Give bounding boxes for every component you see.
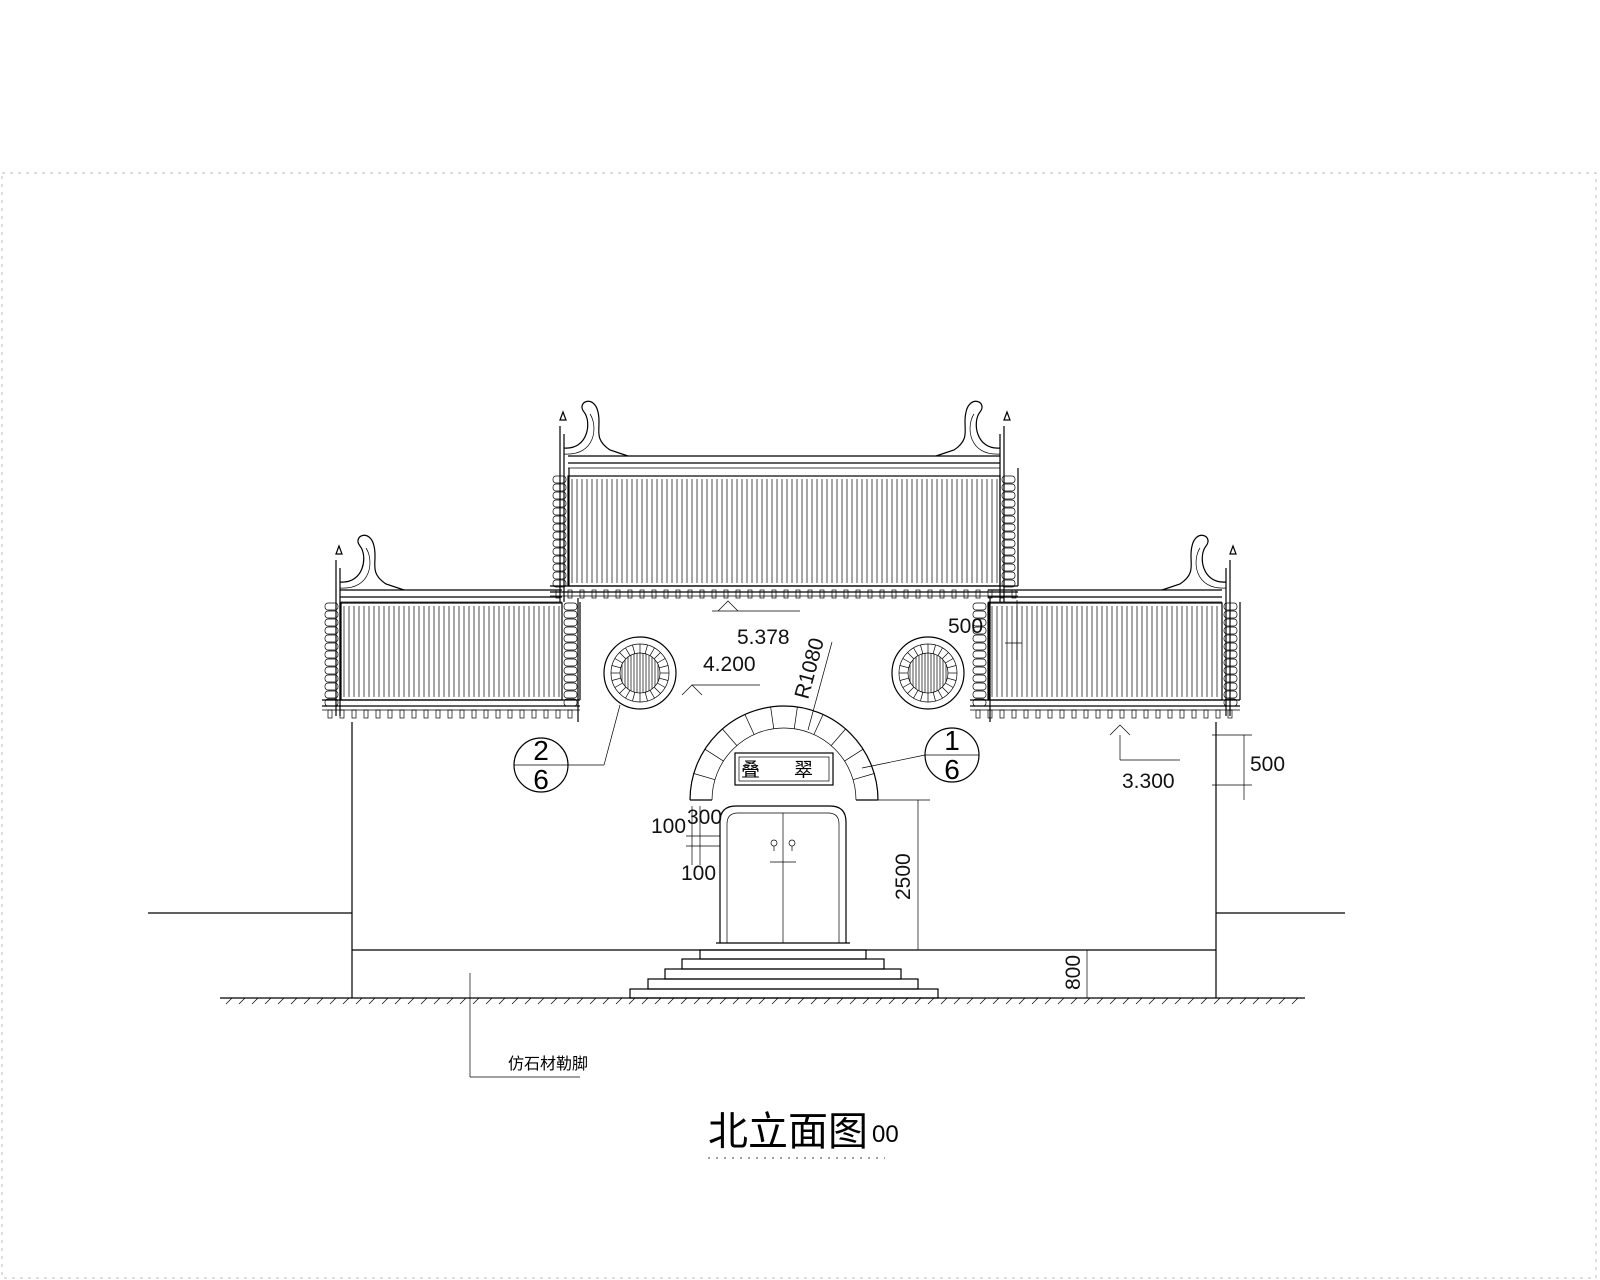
door-height-label: 2500 — [892, 853, 915, 900]
title-suffix: 00 — [872, 1121, 899, 1148]
frame-b-label: 100 — [681, 862, 716, 885]
detail-ref-1-bottom: 6 — [533, 764, 549, 795]
detail-reference-1-6: 1 6 — [861, 725, 980, 785]
frame-a-label: 100 — [651, 815, 686, 838]
round-window-right — [891, 636, 965, 710]
door-arch — [689, 705, 879, 801]
plinth-height-dimension: 800 — [1062, 949, 1096, 998]
entrance-steps — [629, 949, 939, 999]
frame-top-label: 300 — [687, 806, 722, 829]
upper-facade — [577, 598, 991, 722]
signboard: 叠 翠 — [734, 752, 834, 786]
elevation-upper-label: 5.378 — [737, 626, 790, 649]
title-main: 北立面图 — [708, 1109, 868, 1155]
detail-ref-2-bottom: 6 — [944, 754, 960, 785]
signboard-text: 叠 翠 — [741, 759, 827, 781]
detail-ref-1-top: 2 — [533, 735, 549, 766]
ground-line — [220, 997, 1305, 1005]
elevation-mark-upper: 5.378 — [712, 600, 800, 649]
upper-roof — [550, 400, 1019, 602]
upper-roof-offset-label: 500 — [948, 615, 983, 638]
door-frame-dimensions: 300 100 100 — [651, 806, 722, 885]
lower-roof-offset-label: 500 — [1250, 753, 1285, 776]
round-window-left — [603, 636, 677, 710]
door-height-dimension: 2500 — [870, 799, 930, 951]
elevation-mark-lower: 3.300 — [1109, 724, 1180, 793]
right-lower-roof — [970, 534, 1241, 719]
arch-radius-label: R1080 — [791, 636, 829, 702]
sheet-border — [1, 172, 1597, 1279]
elevation-lower-label: 3.300 — [1122, 770, 1175, 793]
upper-roof-offset-dimension: 500 — [948, 600, 1022, 660]
left-lower-roof — [322, 534, 581, 719]
plinth-note: 仿石材勒脚 — [469, 973, 588, 1078]
plinth-note-text: 仿石材勒脚 — [508, 1054, 588, 1073]
plinth-height-label: 800 — [1062, 955, 1085, 990]
detail-ref-2-top: 1 — [944, 725, 960, 756]
drawing-title: 北立面图 00 — [708, 1109, 899, 1159]
lower-roof-offset-dimension: 500 — [1212, 734, 1285, 800]
entrance-door — [716, 805, 850, 944]
elevation-window-label: 4.200 — [703, 653, 756, 676]
detail-reference-2-6: 2 6 — [513, 704, 621, 795]
elevation-mark-window: 4.200 — [681, 653, 760, 696]
